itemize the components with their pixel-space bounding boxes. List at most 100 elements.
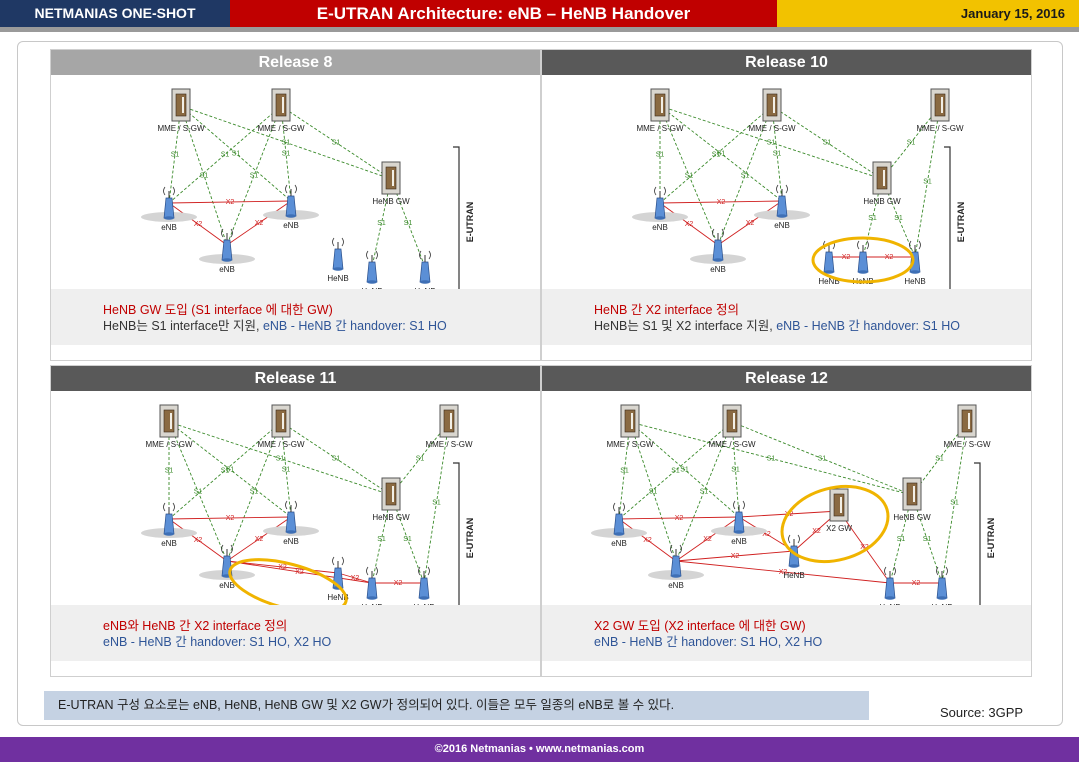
antenna-body [221, 239, 233, 261]
signal-wave [172, 186, 175, 196]
node-label: HeNB [818, 277, 839, 286]
server-label: HeNB GW [893, 513, 931, 522]
server-label: MME / S-GW [916, 124, 964, 133]
node-label: HeNB [327, 274, 348, 283]
eutran-label: E-UTRAN [465, 202, 475, 243]
s1-link [168, 421, 292, 518]
node-label: eNB [161, 223, 177, 232]
s1-label: S1 [656, 152, 665, 159]
enb-1 [141, 186, 197, 222]
server-door [275, 93, 287, 117]
antenna-body [733, 511, 745, 533]
s1-label: S1 [171, 152, 180, 159]
signal-wave [366, 250, 369, 260]
node-label: eNB [731, 537, 747, 546]
antenna-body [884, 577, 896, 599]
node-label: HeNB [783, 571, 804, 580]
mme-sgw-3 [930, 88, 950, 122]
date-label: January 15, 2016 [777, 0, 1079, 27]
s1-label: S1 [741, 173, 750, 180]
x2-label: X2 [842, 254, 851, 261]
caption-line-1: HeNB 간 X2 interface 정의 [594, 303, 739, 317]
signal-wave [797, 534, 800, 544]
henb-gw [381, 161, 401, 195]
server-label: X2 GW [826, 524, 852, 533]
s1-label: S1 [897, 536, 906, 543]
x2-link [659, 202, 719, 246]
signal-wave [294, 500, 297, 510]
mme-sgw-2 [762, 88, 782, 122]
x2-label: X2 [194, 221, 203, 228]
caption-line-2: HeNB는 S1 interface만 지원, eNB - HeNB 간 han… [103, 315, 447, 334]
signal-wave [163, 186, 166, 196]
x2-link [618, 516, 740, 520]
x2-label: X2 [885, 254, 894, 261]
antenna-body [419, 261, 431, 283]
antenna-body [670, 555, 682, 577]
server-door [163, 409, 175, 433]
x2-gw [829, 488, 849, 522]
header-bar: NETMANIAS ONE-SHOT E-UTRAN Architecture:… [0, 0, 1079, 27]
server-door [934, 93, 946, 117]
panel-title: Release 10 [542, 50, 1031, 75]
antenna-base [419, 596, 429, 600]
antenna-base [937, 596, 947, 600]
henb-2 [366, 250, 378, 284]
server-stripe [182, 97, 184, 113]
server-label: MME / S-GW [145, 440, 193, 449]
s1-link [180, 105, 292, 202]
s1-link [629, 421, 913, 496]
panel-caption: HeNB 간 X2 interface 정의 HeNB는 S1 및 X2 int… [542, 289, 1031, 345]
panel-caption: eNB와 HeNB 간 X2 interface 정의 eNB - HeNB 간… [51, 605, 540, 661]
highlight-oval [811, 236, 915, 284]
s1-label: S1 [332, 456, 341, 463]
henb-1 [823, 240, 835, 274]
x2-label: X2 [717, 199, 726, 206]
enb-3 [690, 228, 746, 264]
x2-link [168, 202, 228, 246]
signal-wave [663, 186, 666, 196]
antenna-body [654, 197, 666, 219]
s1-link [629, 421, 740, 518]
server-stripe [170, 413, 172, 429]
caption-text: HeNB는 S1 interface만 지원, [103, 319, 263, 333]
antenna-base [420, 280, 430, 284]
x2-label: X2 [812, 528, 821, 535]
mme-sgw-2 [271, 88, 291, 122]
server-label: HeNB GW [372, 513, 410, 522]
antenna-body [285, 511, 297, 533]
signal-wave [909, 240, 912, 250]
henb-2 [366, 566, 378, 600]
enb-3 [199, 544, 255, 580]
antenna-base [824, 270, 834, 274]
eutran-bracket [453, 146, 460, 289]
antenna-body [823, 251, 835, 273]
signal-wave [366, 566, 369, 576]
x2-label: X2 [762, 531, 771, 538]
s1-link [771, 105, 883, 180]
x2-link [717, 200, 783, 246]
s1-link [280, 105, 392, 180]
antenna-base [222, 258, 232, 262]
antenna-body [163, 197, 175, 219]
node-label: eNB [219, 265, 235, 274]
server-door [726, 409, 738, 433]
server-label: MME / S-GW [157, 124, 205, 133]
server-door [385, 166, 397, 190]
node-label: eNB [652, 223, 668, 232]
antenna-base [734, 530, 744, 534]
s1-label: S1 [416, 456, 425, 463]
signal-wave [332, 237, 335, 247]
s1-label: S1 [403, 536, 412, 543]
content-frame [17, 41, 1063, 726]
x2-label: X2 [675, 515, 684, 522]
s1-label: S1 [818, 456, 827, 463]
x2-link [226, 560, 339, 574]
server-label: MME / S-GW [708, 440, 756, 449]
x2-label: X2 [394, 580, 403, 587]
node-label: HeNB [879, 603, 900, 605]
enb-2 [263, 184, 319, 220]
